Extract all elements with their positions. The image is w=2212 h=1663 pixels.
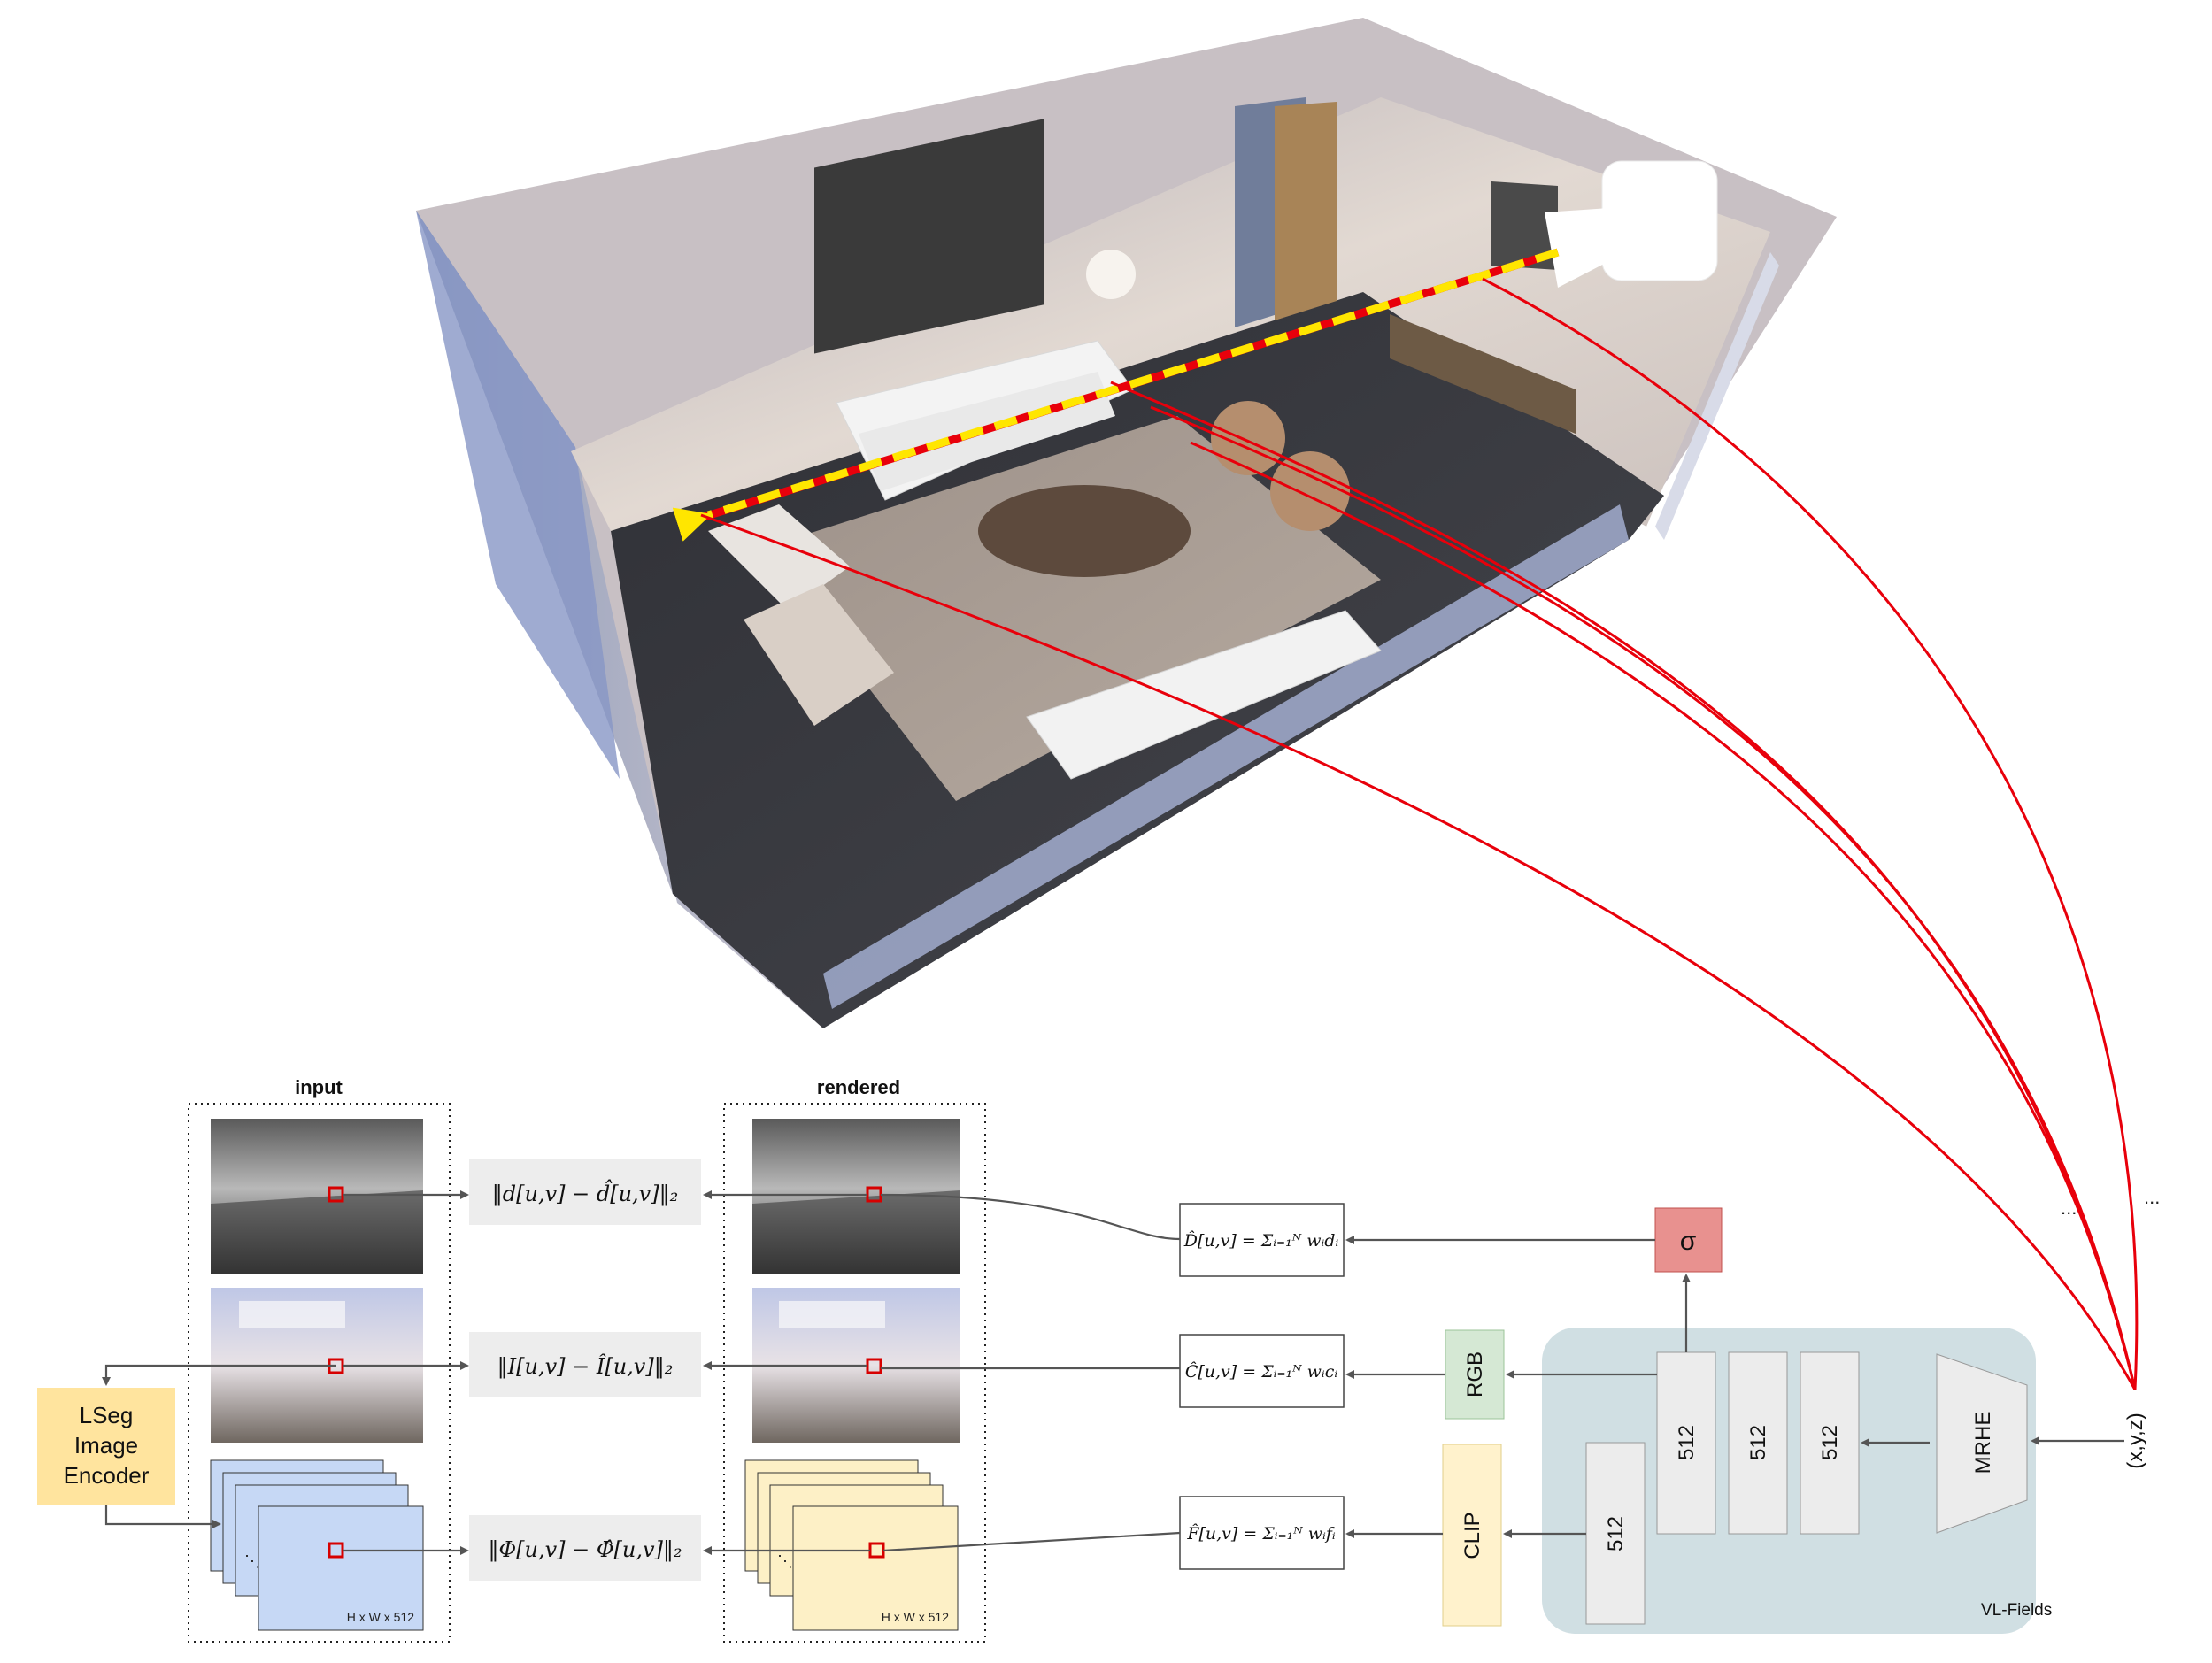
- flow-arrows: [102, 1190, 2124, 1555]
- wall-painting: [814, 119, 1044, 354]
- input-panel: input ⋱ H x W x 512: [188, 1076, 451, 1643]
- feature-map-stack: ⋱ H x W x 512: [210, 1459, 424, 1631]
- svg-text:⋱: ⋱: [244, 1552, 260, 1570]
- camera-ray-dashes: [672, 248, 1560, 542]
- feature-loss: ‖Φ[u,v] − Φ̂[u,v]‖₂: [488, 1537, 682, 1563]
- clip-head: [1442, 1444, 1502, 1627]
- sample-curve-1: [700, 513, 2137, 1390]
- mrhe-encoder: [1936, 1353, 2028, 1534]
- coffee-table: [978, 485, 1191, 577]
- sofa-front: [1026, 610, 1382, 780]
- layer-1: [1656, 1351, 1716, 1535]
- rendered-panel: rendered ⋱ H x W x 512: [723, 1076, 986, 1643]
- color-render: Ĉ[u,v] = Σᵢ₌₁ᴺ wᵢcᵢ: [1185, 1361, 1338, 1382]
- ellipsis-left: ...: [2061, 1197, 2077, 1219]
- encoder-line3: Encoder: [64, 1462, 150, 1489]
- lseg-encoder-box: [37, 1388, 175, 1505]
- layer-1-label: 512: [1675, 1425, 1699, 1460]
- depth-render: D̂[u,v] = Σᵢ₌₁ᴺ wᵢdᵢ: [1183, 1231, 1339, 1251]
- pixel-marker: [328, 1542, 344, 1559]
- room-3d-render: [416, 18, 1837, 1028]
- lseg-encoder: LSeg Image Encoder: [37, 1388, 175, 1505]
- lamp: [1086, 250, 1136, 299]
- door: [1275, 102, 1337, 320]
- feature-loss-box: [469, 1515, 701, 1581]
- rgb-label: RGB: [1463, 1351, 1487, 1397]
- sample-curve-3: [1150, 405, 2137, 1390]
- rug: [761, 416, 1381, 801]
- vl-fields-network: 512 512 512 512 MRHE VL-Fields: [1542, 1328, 2052, 1634]
- color-loss: ‖I[u,v] − Î[u,v]‖₂: [497, 1353, 674, 1380]
- input-panel-border: [188, 1103, 451, 1643]
- feature-dims-input: H x W x 512: [347, 1610, 414, 1624]
- output-heads: σ RGB CLIP: [1442, 1207, 1723, 1627]
- pixel-marker: [328, 1186, 344, 1203]
- sample-curve-4: [1190, 441, 2137, 1390]
- credenza: [1390, 314, 1576, 434]
- sigma-label: σ: [1680, 1227, 1697, 1256]
- svg-text:⋱: ⋱: [777, 1552, 793, 1570]
- feature-render: F̂[u,v] = Σᵢ₌₁ᴺ wᵢfᵢ: [1186, 1524, 1336, 1544]
- layer-2-label: 512: [1746, 1425, 1770, 1460]
- layer-3-label: 512: [1818, 1425, 1842, 1460]
- sigma-head: [1654, 1207, 1723, 1273]
- render-equations: D̂[u,v] = Σᵢ₌₁ᴺ wᵢdᵢ Ĉ[u,v] = Σᵢ₌₁ᴺ wᵢcᵢ…: [1179, 1203, 1345, 1570]
- encoder-line2: Image: [74, 1432, 138, 1459]
- layer-clip-label: 512: [1604, 1516, 1628, 1551]
- clip-label: CLIP: [1461, 1512, 1484, 1559]
- mrhe-label: MRHE: [1971, 1412, 1995, 1474]
- color-render-box: [1179, 1334, 1345, 1408]
- input-title: input: [295, 1076, 343, 1098]
- sample-curve-2: [1110, 381, 2137, 1390]
- rendered-panel-border: [723, 1103, 986, 1643]
- feature-dims-rendered: H x W x 512: [882, 1610, 949, 1624]
- encoder-line1: LSeg: [80, 1402, 134, 1428]
- depth-loss: ‖d[u,v] − d̂[u,v]‖₂: [492, 1179, 678, 1207]
- query-point: (x,y,z): [2123, 1413, 2147, 1469]
- ellipsis-right: ...: [2144, 1186, 2160, 1208]
- pouf-2: [1270, 451, 1350, 531]
- sample-curve-5: [1482, 277, 2139, 1390]
- camera-icon: [1545, 160, 1718, 288]
- rendered-title: rendered: [817, 1076, 900, 1098]
- network-name: VL-Fields: [1981, 1601, 2052, 1620]
- layer-2: [1728, 1351, 1788, 1535]
- loss-boxes: ‖d[u,v] − d̂[u,v]‖₂ ‖I[u,v] − Î[u,v]‖₂ ‖…: [469, 1159, 701, 1581]
- color-loss-box: [469, 1332, 701, 1397]
- layer-3: [1800, 1351, 1860, 1535]
- feature-render-box: [1179, 1496, 1345, 1570]
- armchair-2: [744, 584, 894, 726]
- depth-loss-box: [469, 1159, 701, 1225]
- rendered-feature-stack: ⋱ H x W x 512: [744, 1459, 959, 1631]
- sample-curves: [700, 277, 2139, 1390]
